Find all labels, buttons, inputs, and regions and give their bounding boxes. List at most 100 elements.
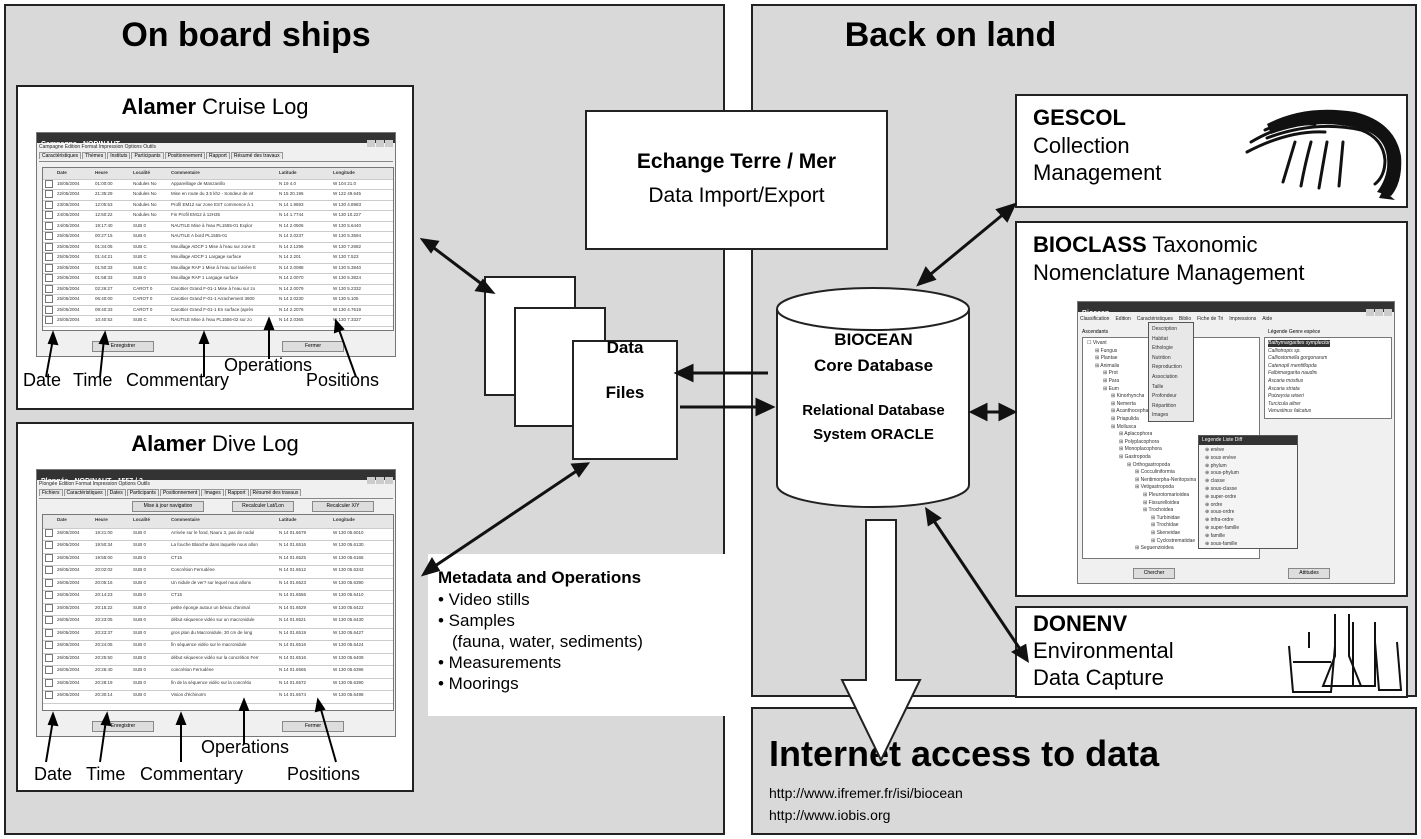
maximize-icon[interactable]	[1375, 309, 1383, 316]
tab[interactable]: Rapport	[206, 152, 230, 159]
dropdown-item[interactable]: Association	[1152, 374, 1178, 380]
dropdown-item[interactable]: Reproduction	[1152, 364, 1182, 371]
species-item[interactable]: Catenopil rnentiflopda	[1268, 362, 1317, 369]
tree-node[interactable]: ⊞ Orthogastropoda	[1127, 461, 1171, 468]
row-checkbox[interactable]	[45, 603, 53, 612]
recalc-xy-button[interactable]: Recalculer X/Y	[312, 501, 374, 512]
row-checkbox[interactable]	[45, 691, 53, 699]
tree-node[interactable]: ⊞ Neritimorpha-Neritopsina	[1135, 476, 1197, 483]
dropdown-item[interactable]: Description	[1152, 326, 1178, 332]
tree-node[interactable]: ⊞ Monoplacophora	[1119, 446, 1162, 453]
tree-node[interactable]: ⊞ Skeneidae	[1151, 530, 1181, 536]
row-checkbox[interactable]	[45, 221, 53, 230]
dropdown-item[interactable]: Taille	[1152, 383, 1164, 390]
species-item[interactable]: Ascaria striata	[1268, 385, 1300, 392]
tab[interactable]: Thèmes	[82, 152, 107, 159]
row-checkbox[interactable]	[45, 528, 53, 537]
species-item[interactable]: Bathymargarites symplector	[1268, 340, 1330, 347]
tree-node[interactable]: ⊞ Turbinidae	[1151, 514, 1180, 521]
tree-node[interactable]: ⊞ Cyclostrematidae	[1151, 537, 1196, 544]
menu-item[interactable]: Classification	[1080, 316, 1110, 322]
tab[interactable]: Résumé des travaux	[230, 152, 283, 159]
species-item[interactable]: Falbimargarita naudini	[1268, 370, 1318, 377]
tree-node[interactable]: ⊞ Polyplacophora	[1119, 438, 1160, 445]
tree-node[interactable]: ⊞ Trochidae	[1151, 522, 1179, 529]
tree-node[interactable]: ⊞ Fissurelloidea	[1143, 499, 1180, 506]
tree-node[interactable]: ⊞ Vetigastropoda	[1135, 484, 1174, 491]
row-checkbox[interactable]	[45, 263, 53, 272]
close-button[interactable]: Fermer	[282, 721, 344, 732]
search-button[interactable]: Chercher	[1133, 568, 1175, 579]
recalc-latlon-button[interactable]: Recalculer Lat/Lon	[232, 501, 294, 512]
tree-node[interactable]: ⊞ Priapulida	[1111, 416, 1139, 422]
menu-bar[interactable]: Classification Edition Caractéristiques Bib…	[1080, 316, 1278, 322]
tree-node[interactable]: ⊞ Cocculiniformia	[1135, 469, 1175, 476]
row-checkbox[interactable]	[45, 232, 53, 240]
tree-node[interactable]: ⊞ Mollusca	[1111, 423, 1137, 430]
menu-item[interactable]: Caractéristiques	[1136, 316, 1173, 322]
attitudes-button[interactable]: Attitudes	[1288, 568, 1330, 579]
row-checkbox[interactable]	[45, 628, 53, 637]
maximize-icon[interactable]	[376, 140, 384, 147]
tab[interactable]: Fichiers	[39, 489, 63, 496]
row-checkbox[interactable]	[45, 253, 53, 261]
internet-url-2[interactable]: http://www.iobis.org	[769, 807, 891, 823]
species-item[interactable]: Turcicula altrer	[1268, 400, 1301, 407]
tab[interactable]: Caractéristiques	[63, 489, 106, 496]
dropdown-item[interactable]: Images	[1152, 412, 1169, 419]
menu-item[interactable]: Biblio	[1178, 316, 1192, 322]
menu-item[interactable]: Edition	[1115, 316, 1131, 322]
tree-node[interactable]: ⊞ Fungus	[1095, 347, 1118, 354]
row-checkbox[interactable]	[45, 190, 53, 198]
dropdown-item[interactable]: Répartition	[1152, 402, 1177, 409]
close-button[interactable]: Fermer	[282, 341, 344, 352]
row-checkbox[interactable]	[45, 653, 53, 662]
dropdown-item[interactable]: Habitat	[1152, 335, 1168, 342]
save-button[interactable]: Enregistrer	[92, 721, 154, 732]
tab[interactable]: Positionnement	[164, 152, 206, 159]
row-checkbox[interactable]	[45, 316, 53, 324]
row-checkbox[interactable]	[45, 305, 53, 314]
tree-node[interactable]: ⊞ Nemerta	[1111, 400, 1136, 407]
save-button[interactable]: Enregistrer	[92, 341, 154, 352]
update-navigation-button[interactable]: Mise à jour navigation	[132, 501, 204, 512]
minimize-icon[interactable]	[1366, 309, 1374, 316]
menu-item[interactable]: Fiche de Tri	[1197, 316, 1224, 322]
tab[interactable]: Positionnement	[159, 489, 201, 496]
row-checkbox[interactable]	[45, 666, 53, 674]
close-icon[interactable]	[1384, 309, 1392, 316]
tab[interactable]: Dates	[106, 489, 126, 496]
row-checkbox[interactable]	[45, 211, 53, 219]
dropdown-item[interactable]: Profondeur	[1152, 393, 1177, 400]
species-item[interactable]: Putzeysia wiseri	[1268, 393, 1304, 400]
tab[interactable]: Participants	[131, 152, 164, 159]
tree-node[interactable]: ⊞ Trochoidea	[1143, 507, 1174, 514]
tab[interactable]: Caractéristiques	[39, 152, 82, 159]
tab[interactable]: Résumé des travaux	[249, 489, 302, 496]
row-checkbox[interactable]	[45, 200, 53, 209]
minimize-icon[interactable]	[367, 140, 375, 147]
internet-url-1[interactable]: http://www.ifremer.fr/isi/biocean	[769, 785, 963, 801]
close-icon[interactable]	[385, 140, 393, 147]
row-checkbox[interactable]	[45, 295, 53, 303]
